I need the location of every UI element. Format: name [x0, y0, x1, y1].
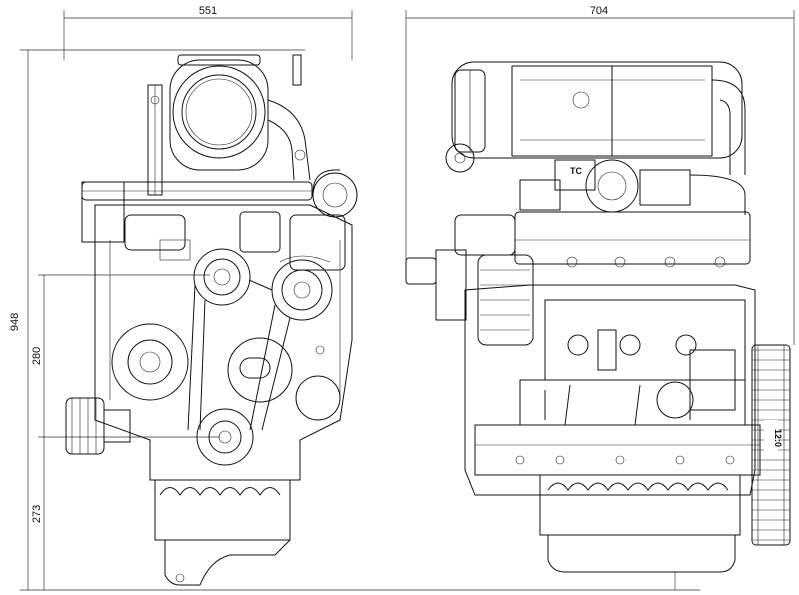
engine-side-view: TC	[405, 61, 791, 590]
dim-pulley-height: 280	[31, 347, 43, 365]
flywheel-mark: 12:0	[773, 429, 783, 447]
dimension-lines	[20, 10, 795, 591]
dim-side-length: 704	[590, 5, 608, 17]
dim-base-height: 273	[31, 505, 43, 523]
dim-front-width: 551	[199, 5, 217, 17]
dim-total-height: 948	[9, 313, 21, 331]
engine-front-view	[65, 54, 358, 586]
turbo-tag: TC	[570, 166, 582, 176]
